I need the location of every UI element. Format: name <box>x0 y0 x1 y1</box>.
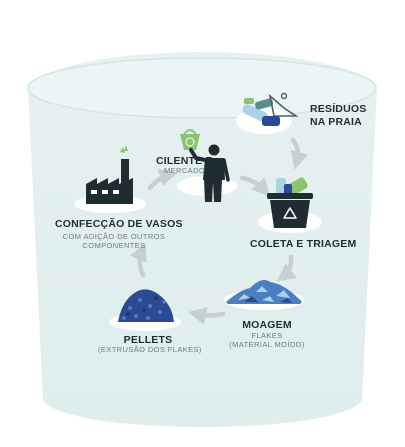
beach-waste-icon <box>242 92 299 126</box>
factory-icon <box>86 145 133 204</box>
step-title-cliente: CILENTE E <box>156 155 213 167</box>
step-title-coleta: COLETA E TRIAGEM <box>250 238 357 250</box>
cycle-arrows <box>130 137 309 325</box>
arrow-collection-to-grinding <box>276 254 297 282</box>
step-subtitle-confeccao-line2: COMPONENTES <box>82 241 146 250</box>
step-title-moagem: MOAGEM <box>242 319 292 331</box>
step-subtitle-moagem-line2: (MATERIAL MOÍDO) <box>229 340 305 349</box>
arrow-beach-to-collection <box>290 137 309 170</box>
person-holding-shopping-bag-icon <box>180 129 230 202</box>
flakes-pile-icon <box>226 280 302 304</box>
step-subtitle-cliente: MERCADO <box>164 166 206 175</box>
step-title-confeccao: CONFECÇÃO DE VASOS <box>55 218 183 230</box>
arrow-factory-to-market <box>147 168 178 191</box>
step-title-residuos-line1: RESÍDUOS <box>310 103 367 115</box>
step-subtitle-moagem-line1: FLAKES <box>251 331 283 340</box>
arrow-grinding-to-pellets <box>188 307 226 325</box>
step-title-residuos-line2: NA PRAIA <box>310 116 362 128</box>
step-title-pellets: PELLETS <box>123 334 173 346</box>
background-cup-shape <box>27 52 377 427</box>
recycling-bin-icon <box>267 177 313 228</box>
pellets-pile-icon <box>118 289 174 322</box>
arrow-market-to-collection <box>239 175 271 197</box>
arrow-pellets-to-factory <box>130 242 147 278</box>
step-subtitle-confeccao-line1: COM ADIÇÃO DE OUTROS <box>62 232 166 241</box>
step-subtitle-pellets: (EXTRUSÃO DOS FLAKES) <box>98 345 202 354</box>
